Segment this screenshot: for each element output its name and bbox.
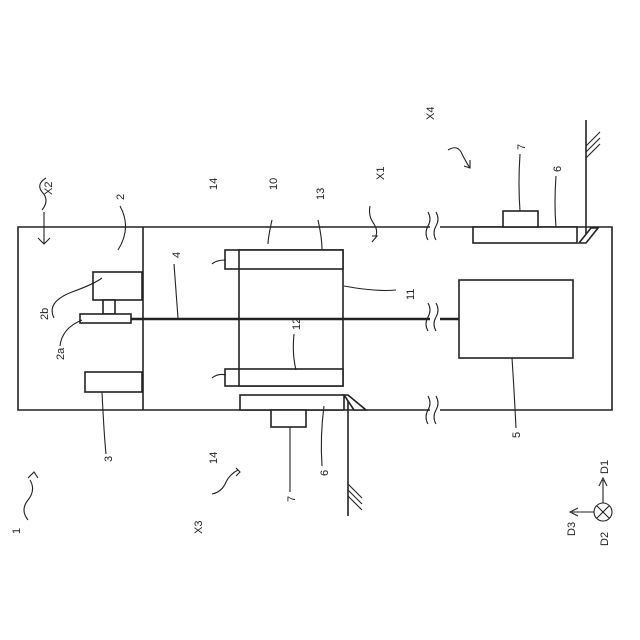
label-d1: D1 — [599, 460, 611, 474]
component-7-lower — [271, 410, 306, 427]
component-12 — [225, 369, 343, 386]
label-x2: X2 — [43, 182, 55, 195]
hatch-lower — [348, 484, 362, 510]
direction-indicator — [570, 478, 612, 521]
label-4: 4 — [171, 252, 183, 258]
label-d2: D2 — [599, 532, 611, 546]
label-13: 13 — [315, 188, 327, 200]
label-14-lower: 14 — [208, 452, 220, 464]
label-7-lower: 7 — [286, 496, 298, 502]
label-d3: D3 — [566, 522, 578, 536]
component-2b — [93, 272, 142, 300]
component-7-upper — [503, 211, 538, 227]
label-2a: 2a — [55, 347, 67, 360]
component-2a — [80, 314, 131, 323]
component-2-stem — [103, 300, 115, 314]
label-1: 1 — [11, 528, 23, 534]
wedge-upper — [579, 228, 598, 243]
component-13 — [225, 250, 343, 269]
component-5 — [459, 280, 573, 358]
label-2: 2 — [115, 194, 127, 200]
label-12: 12 — [291, 318, 303, 330]
component-6-upper — [473, 227, 577, 243]
label-10: 10 — [268, 178, 280, 190]
label-x1: X1 — [375, 167, 387, 180]
label-x4: X4 — [425, 107, 437, 120]
label-x3: X3 — [193, 521, 205, 534]
label-7-upper: 7 — [516, 144, 528, 150]
label-11: 11 — [405, 289, 417, 300]
hatch-upper — [586, 132, 600, 158]
label-3: 3 — [103, 456, 115, 462]
label-6-lower: 6 — [319, 470, 331, 476]
component-3 — [85, 372, 142, 392]
label-14-upper: 14 — [208, 178, 220, 190]
label-5: 5 — [511, 432, 523, 438]
component-6-lower — [240, 395, 344, 410]
label-6-upper: 6 — [552, 166, 564, 172]
label-2b: 2b — [39, 308, 51, 320]
